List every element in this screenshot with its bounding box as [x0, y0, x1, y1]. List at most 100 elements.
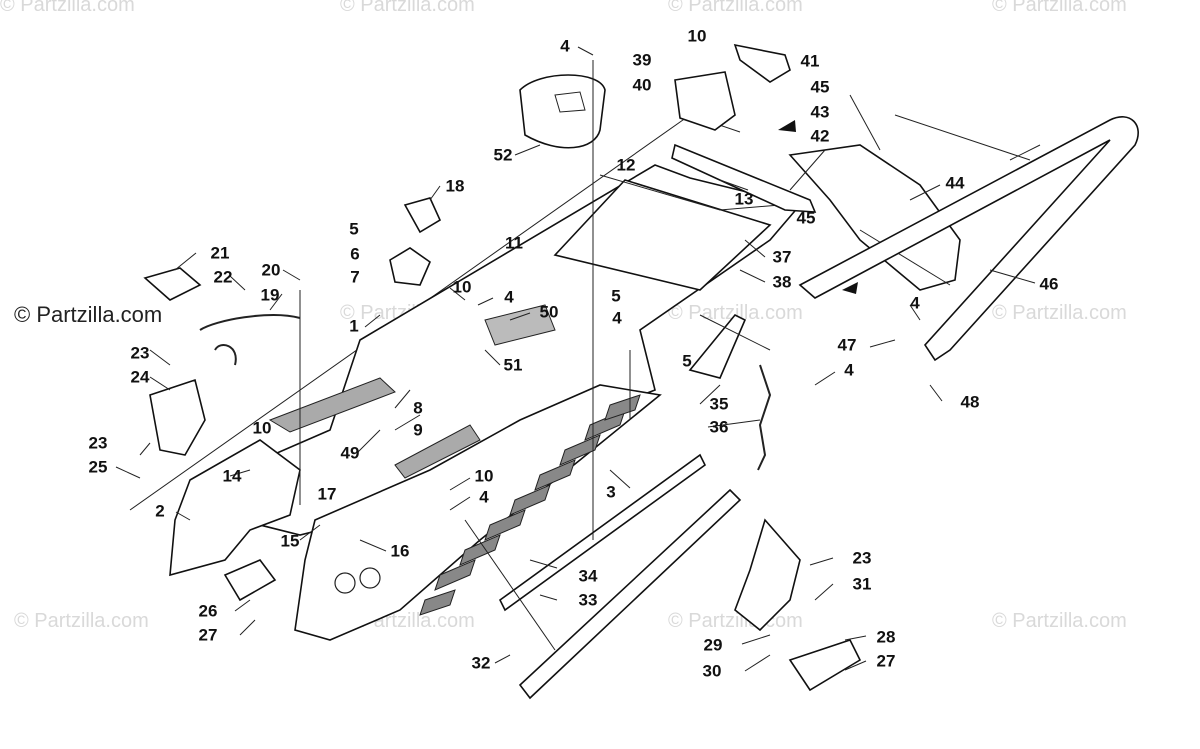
- callout-32[interactable]: 32: [471, 653, 491, 673]
- callout-10[interactable]: 10: [452, 277, 472, 297]
- callout-42[interactable]: 42: [810, 126, 830, 146]
- callout-16[interactable]: 16: [390, 541, 410, 561]
- side-vent-hole: [334, 572, 356, 594]
- callout-5[interactable]: 5: [611, 286, 621, 306]
- callout-2[interactable]: 2: [155, 501, 165, 521]
- bracket-19: [199, 314, 301, 366]
- callout-4[interactable]: 4: [910, 293, 920, 313]
- callout-33[interactable]: 33: [578, 590, 598, 610]
- cooler-fins: [419, 394, 641, 616]
- callout-5[interactable]: 5: [682, 351, 692, 371]
- callout-7[interactable]: 7: [350, 267, 360, 287]
- bumper-line: [1009, 144, 1041, 161]
- cross-shaft-34: [498, 453, 707, 612]
- left-side-panel: [169, 439, 301, 577]
- callout-41[interactable]: 41: [800, 51, 820, 71]
- callout-49[interactable]: 49: [340, 443, 360, 463]
- callout-38[interactable]: 38: [772, 272, 792, 292]
- callout-18[interactable]: 18: [445, 176, 465, 196]
- flap-edge: [859, 229, 951, 286]
- callout-52[interactable]: 52: [493, 145, 513, 165]
- callout-39[interactable]: 39: [632, 50, 652, 70]
- callout-27[interactable]: 27: [198, 625, 218, 645]
- callout-4[interactable]: 4: [504, 287, 514, 307]
- callout-10[interactable]: 10: [474, 466, 494, 486]
- callout-36[interactable]: 36: [709, 417, 729, 437]
- callout-50[interactable]: 50: [539, 302, 559, 322]
- chain-36: [757, 364, 772, 471]
- grip-pad-left: [268, 377, 396, 433]
- callout-12[interactable]: 12: [616, 155, 636, 175]
- callout-8[interactable]: 8: [413, 398, 423, 418]
- callout-4[interactable]: 4: [560, 36, 570, 56]
- callout-31[interactable]: 31: [852, 574, 872, 594]
- watermark: © Partzilla.com: [14, 610, 149, 632]
- callout-40[interactable]: 40: [632, 75, 652, 95]
- cross-shaft-33: [518, 488, 742, 700]
- bumper-line: [894, 114, 1031, 161]
- watermark: © Partzilla.com: [992, 610, 1127, 632]
- callout-23[interactable]: 23: [852, 548, 872, 568]
- callout-4[interactable]: 4: [844, 360, 854, 380]
- callout-3[interactable]: 3: [606, 482, 616, 502]
- arrow-marker: [842, 282, 858, 294]
- watermark: © Partzilla.com: [992, 302, 1127, 324]
- callout-19[interactable]: 19: [260, 285, 280, 305]
- side-vent-hole: [359, 567, 381, 589]
- watermark: © Partzilla.com: [992, 0, 1127, 16]
- rear-flap-44: [788, 144, 961, 291]
- callout-24[interactable]: 24: [130, 367, 150, 387]
- watermark: © Partzilla.com: [0, 0, 135, 16]
- callout-44[interactable]: 44: [945, 173, 965, 193]
- callout-23[interactable]: 23: [130, 343, 150, 363]
- callout-11[interactable]: 11: [505, 233, 523, 253]
- callout-25[interactable]: 25: [88, 457, 108, 477]
- callout-37[interactable]: 37: [772, 247, 792, 267]
- guard-24: [149, 378, 206, 456]
- callout-21[interactable]: 21: [210, 243, 230, 263]
- callout-10[interactable]: 10: [252, 418, 272, 438]
- callout-35[interactable]: 35: [709, 394, 729, 414]
- rail-13: [671, 143, 817, 213]
- callout-34[interactable]: 34: [578, 566, 598, 586]
- callout-47[interactable]: 47: [837, 335, 857, 355]
- rear-bumper-46: [798, 116, 1139, 362]
- callout-4[interactable]: 4: [479, 487, 489, 507]
- step-plate-29: [734, 518, 801, 632]
- callout-14[interactable]: 14: [222, 466, 242, 486]
- callout-4[interactable]: 4: [612, 308, 622, 328]
- callout-15[interactable]: 15: [280, 531, 300, 551]
- callout-22[interactable]: 22: [213, 267, 233, 287]
- bracket-35: [688, 313, 747, 379]
- callout-6[interactable]: 6: [350, 244, 360, 264]
- callout-28[interactable]: 28: [876, 627, 896, 647]
- callout-43[interactable]: 43: [810, 102, 830, 122]
- tunnel-rear-lip: [599, 174, 781, 211]
- callout-51[interactable]: 51: [503, 355, 523, 375]
- callout-29[interactable]: 29: [703, 635, 723, 655]
- assembly-lines: [299, 60, 881, 651]
- part-18: [403, 197, 442, 234]
- watermark: © Partzilla.com: [668, 0, 803, 16]
- callout-27[interactable]: 27: [876, 651, 896, 671]
- callout-13[interactable]: 13: [734, 189, 754, 209]
- callout-45[interactable]: 45: [810, 77, 830, 97]
- arrow-marker: [778, 120, 796, 132]
- callout-46[interactable]: 46: [1039, 274, 1059, 294]
- callout-30[interactable]: 30: [702, 661, 722, 681]
- bracket-7: [389, 247, 431, 286]
- callout-1[interactable]: 1: [349, 316, 359, 336]
- callout-45[interactable]: 45: [796, 208, 816, 228]
- callout-17[interactable]: 17: [317, 484, 337, 504]
- footrest-26: [223, 559, 277, 602]
- callout-5[interactable]: 5: [349, 219, 359, 239]
- callout-10[interactable]: 10: [687, 26, 707, 46]
- callout-23[interactable]: 23: [88, 433, 108, 453]
- tunnel-top-panel: [553, 179, 772, 291]
- callout-26[interactable]: 26: [198, 601, 218, 621]
- callout-48[interactable]: 48: [960, 392, 980, 412]
- grip-pad-right: [394, 424, 481, 479]
- callout-9[interactable]: 9: [413, 420, 423, 440]
- callout-20[interactable]: 20: [261, 260, 281, 280]
